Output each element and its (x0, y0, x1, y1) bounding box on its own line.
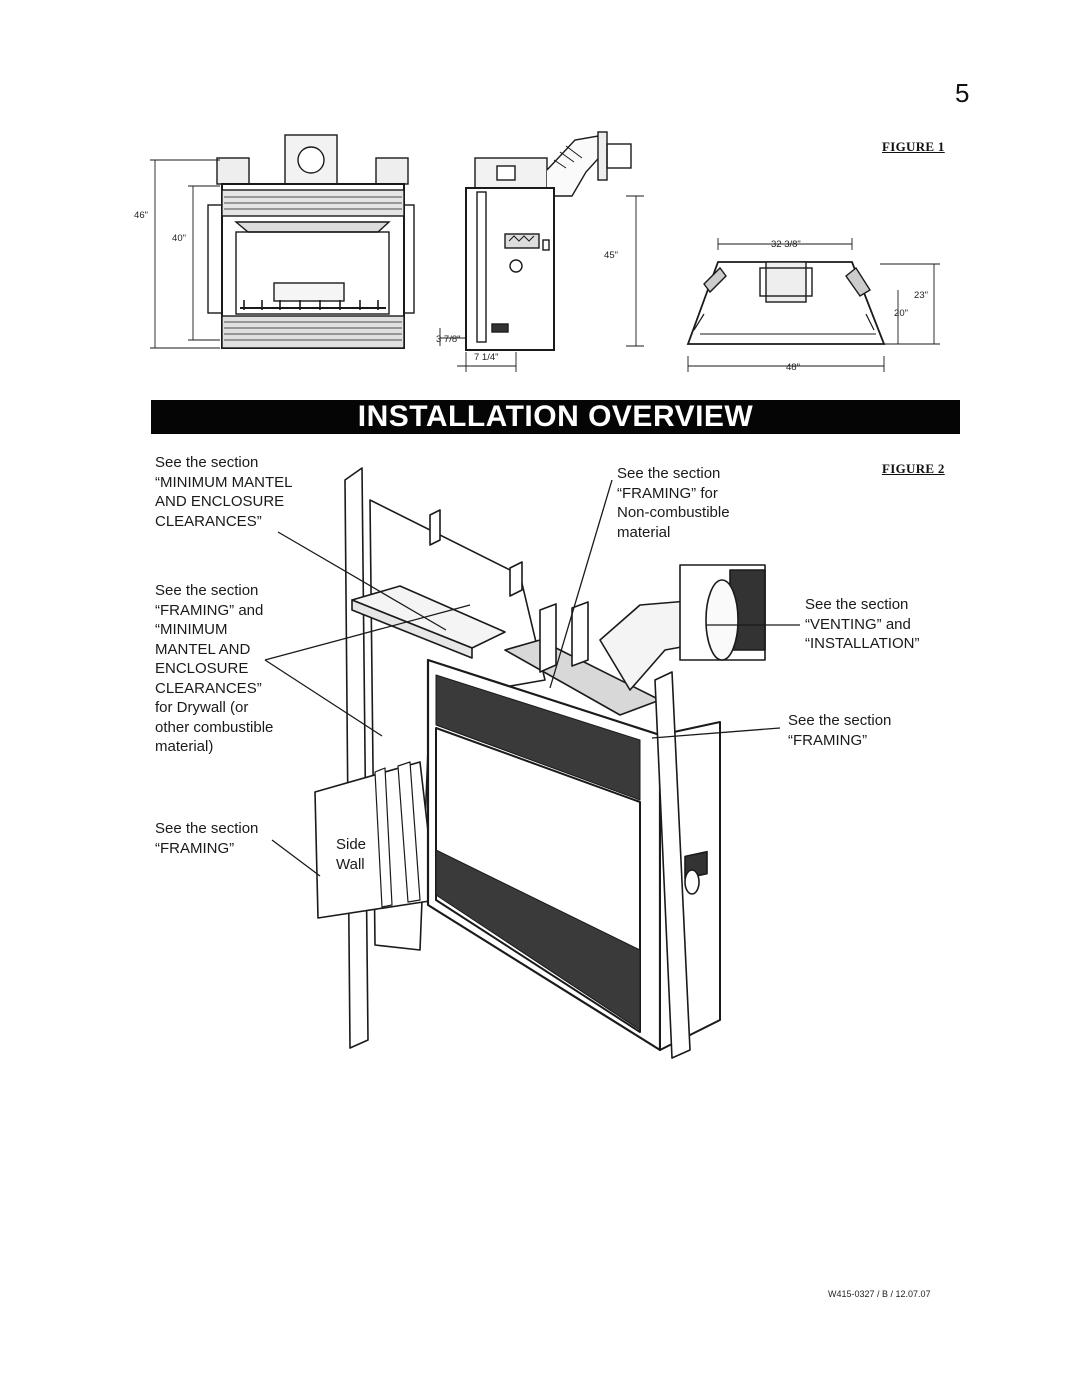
vent-pipe (599, 599, 721, 691)
callout-side-wall: Side Wall (336, 836, 367, 873)
dim-top-width-overall: 48" (786, 362, 800, 373)
callout-framing-drywall: See the section “FRAMING” and “MINIMUM M… (155, 582, 274, 755)
dim-top-depth-inner: 20" (894, 308, 908, 319)
fireplace-top-view (686, 238, 940, 372)
leader-mantel (277, 531, 447, 631)
section-banner: INSTALLATION OVERVIEW (151, 400, 960, 434)
dim-side-offset: 3 7/8" (436, 334, 461, 345)
vent-terminal-frame (679, 564, 766, 661)
dim-side-depth: 7 1/4" (474, 352, 499, 363)
document-code: W415-0327 / B / 12.07.07 (828, 1289, 931, 1299)
glass-door (435, 727, 641, 1033)
side-wall (314, 761, 437, 919)
figure-1-label: FIGURE 1 (882, 139, 945, 154)
drywall-sheet (369, 499, 546, 951)
callout-framing-side: See the section “FRAMING” (155, 820, 259, 857)
dim-top-width: 32 3/8" (771, 239, 801, 250)
leader-drywall (264, 604, 471, 737)
leader-framing-side (271, 839, 321, 877)
dim-front-total-height: 46" (134, 210, 148, 221)
unit-side (659, 721, 721, 1051)
dim-top-depth-outer: 23" (914, 290, 928, 301)
callout-framing-right: See the section “FRAMING” (788, 712, 892, 749)
left-stud (344, 467, 369, 1049)
fireplace-side-view (439, 131, 644, 372)
callout-framing-noncombustible: See the section “FRAMING” for Non-combus… (617, 465, 730, 541)
page-number: 5 (955, 78, 970, 108)
figure-2-label: FIGURE 2 (882, 461, 945, 476)
dim-front-opening-height: 40" (172, 233, 186, 244)
firebox-front (426, 658, 662, 1052)
right-stud (654, 671, 691, 1059)
dim-side-height: 45" (604, 250, 618, 261)
callout-mantel-clearances: See the section “MINIMUM MANTEL AND ENCL… (155, 454, 293, 530)
fireplace-front-view (150, 134, 415, 349)
mantel (351, 585, 506, 649)
callout-venting-installation: See the section “VENTING” and “INSTALLAT… (805, 596, 920, 652)
leader-framing-right (651, 727, 781, 739)
leader-noncombustible (549, 479, 613, 689)
figure-1-drawings: 46" 40" 45" 3 7/8" 7 1/4" 32 3/8" 23" 20… (134, 131, 940, 373)
